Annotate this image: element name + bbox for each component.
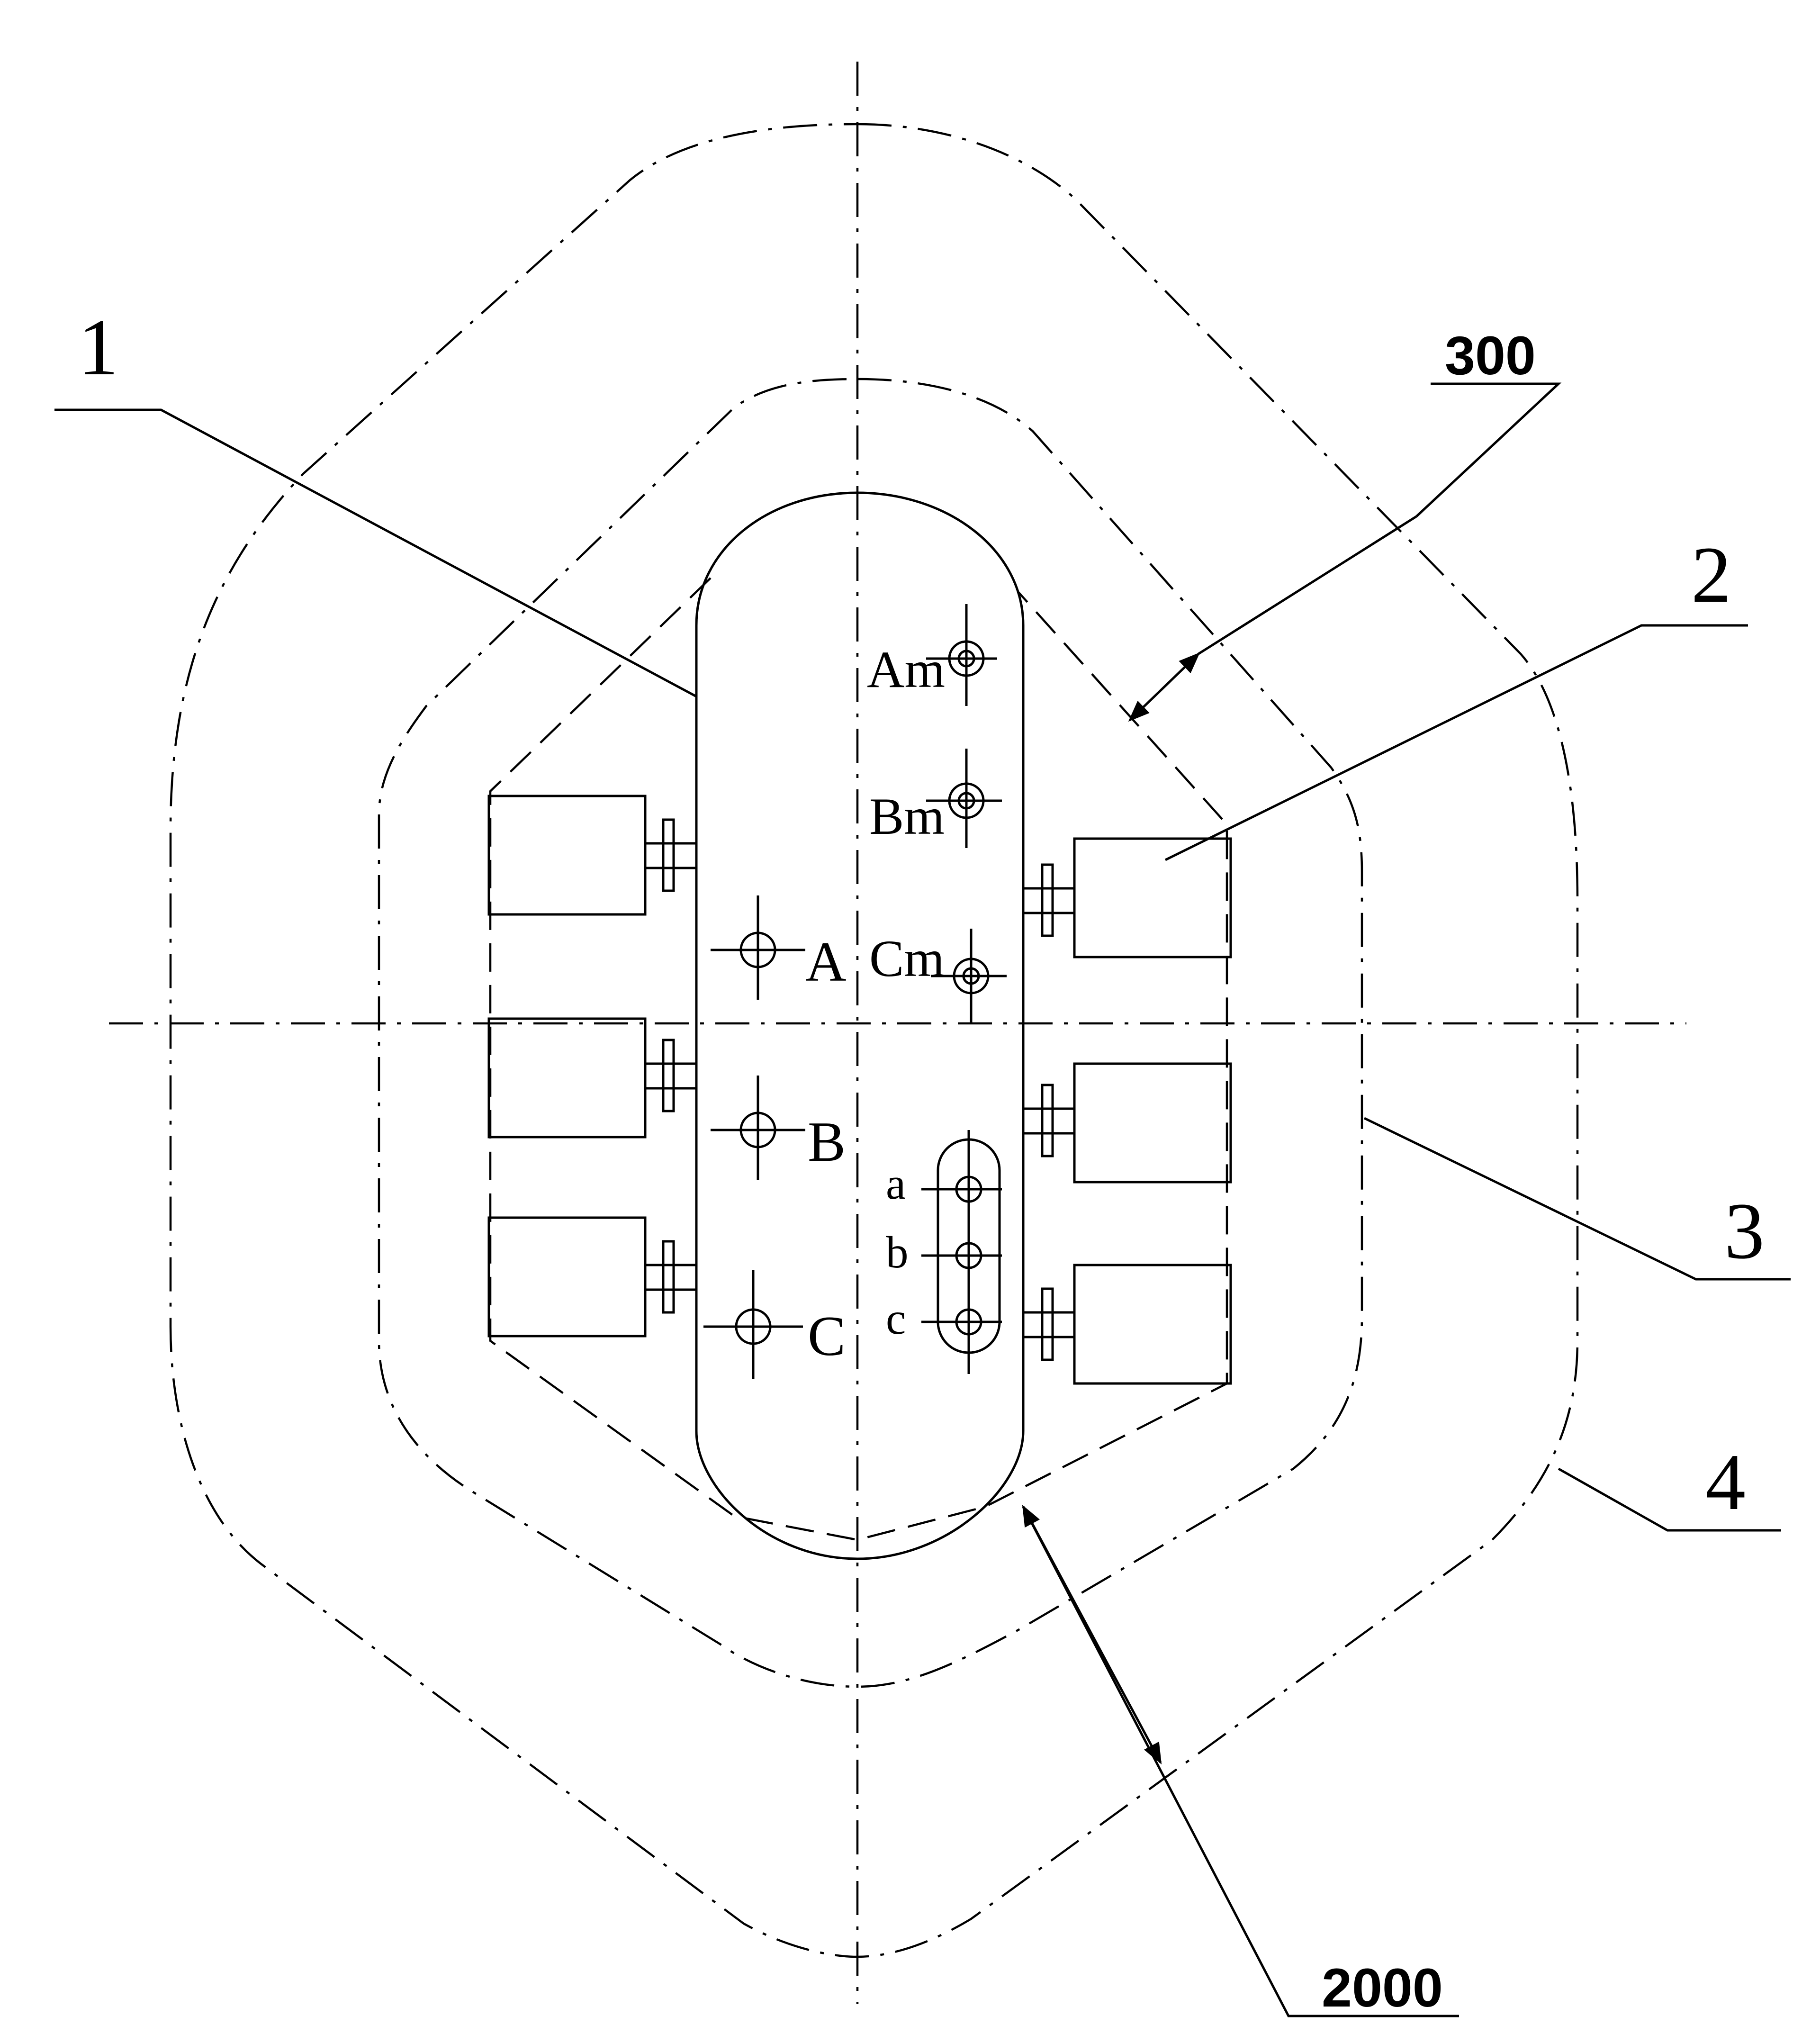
left-module-2 <box>487 1017 696 1139</box>
measure-bm-label: Bm <box>869 787 945 845</box>
middle-boundary-3 <box>378 378 1363 1688</box>
part-number-3: 3 <box>1724 1186 1765 1275</box>
electrode-c-label: C <box>808 1304 846 1367</box>
dimension-300-label: 300 <box>1445 325 1536 386</box>
leader-300 <box>1415 382 1562 517</box>
measure-cm-label: Cm <box>869 930 945 987</box>
outer-boundary-4 <box>169 123 1579 1958</box>
left-module-1 <box>487 795 696 916</box>
slot-point-c-label: c <box>886 1293 906 1344</box>
leader-2 <box>1164 624 1748 861</box>
measure-am-label: Am <box>867 641 945 698</box>
measure-am-mark <box>926 604 997 706</box>
measure-cm-mark <box>931 929 1007 1023</box>
slot-point-b-label: b <box>886 1227 909 1277</box>
right-module-2 <box>1023 1062 1232 1184</box>
electrode-a-mark <box>711 895 805 1000</box>
measure-bm-mark <box>926 749 1002 848</box>
slot-abc <box>921 1130 1002 1374</box>
leader-2000 <box>1022 1506 1459 2017</box>
inner-hexagon <box>489 577 1228 1541</box>
part-number-1: 1 <box>78 303 118 392</box>
dimension-2000-label: 2000 <box>1322 1958 1443 2018</box>
electrode-c-mark <box>703 1270 803 1379</box>
right-module-1 <box>1023 837 1232 958</box>
leader-1 <box>54 408 697 698</box>
electrode-b-label: B <box>808 1110 846 1173</box>
slot-point-a-label: a <box>886 1158 906 1209</box>
electrode-a-label: A <box>805 930 847 993</box>
leader-4 <box>1558 1467 1781 1532</box>
left-module-3 <box>487 1216 696 1338</box>
main-body-1 <box>695 491 1025 1560</box>
part-number-4: 4 <box>1705 1437 1746 1527</box>
leader-3 <box>1363 1117 1791 1281</box>
dimension-2000-arrow <box>1022 1505 1162 1764</box>
dimension-300-arrow <box>1128 652 1200 722</box>
electrode-b-mark <box>711 1076 805 1180</box>
right-module-3 <box>1023 1264 1232 1385</box>
part-number-2: 2 <box>1691 530 1731 619</box>
